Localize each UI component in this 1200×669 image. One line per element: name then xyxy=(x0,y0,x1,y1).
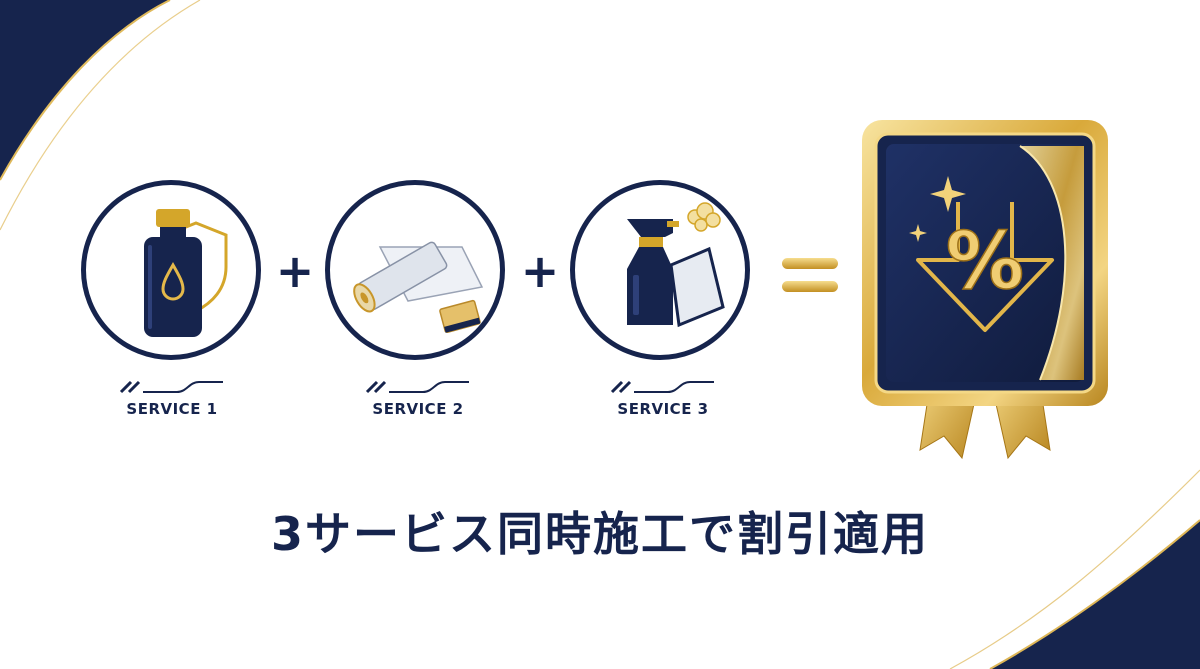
badge-percent: % xyxy=(946,217,1024,307)
service-1-label: SERVICE 1 xyxy=(126,400,218,418)
service-3-label: SERVICE 3 xyxy=(617,400,709,418)
service-2-circle xyxy=(325,180,505,360)
speed-lines-icon xyxy=(119,380,223,394)
plus-operator: + xyxy=(520,244,560,298)
service-1-label-block: SERVICE 1 xyxy=(72,380,272,418)
service-3-circle xyxy=(570,180,750,360)
service-2-label-block: SERVICE 2 xyxy=(318,380,518,418)
discount-badge-icon: % xyxy=(862,120,1108,460)
speed-lines-icon xyxy=(365,380,469,394)
plus-operator: + xyxy=(275,244,315,298)
service-3-label-block: SERVICE 3 xyxy=(563,380,763,418)
spray-bottle-cloth-icon xyxy=(627,202,725,328)
service-2-label: SERVICE 2 xyxy=(372,400,464,418)
film-roll-squeegee-icon xyxy=(353,241,484,334)
equals-operator xyxy=(782,258,838,292)
service-1-circle xyxy=(81,180,261,360)
coating-bottle-shield-icon xyxy=(144,209,228,337)
speed-lines-icon xyxy=(610,380,714,394)
headline: 3サービス同時施工で割引適用 xyxy=(270,507,929,561)
